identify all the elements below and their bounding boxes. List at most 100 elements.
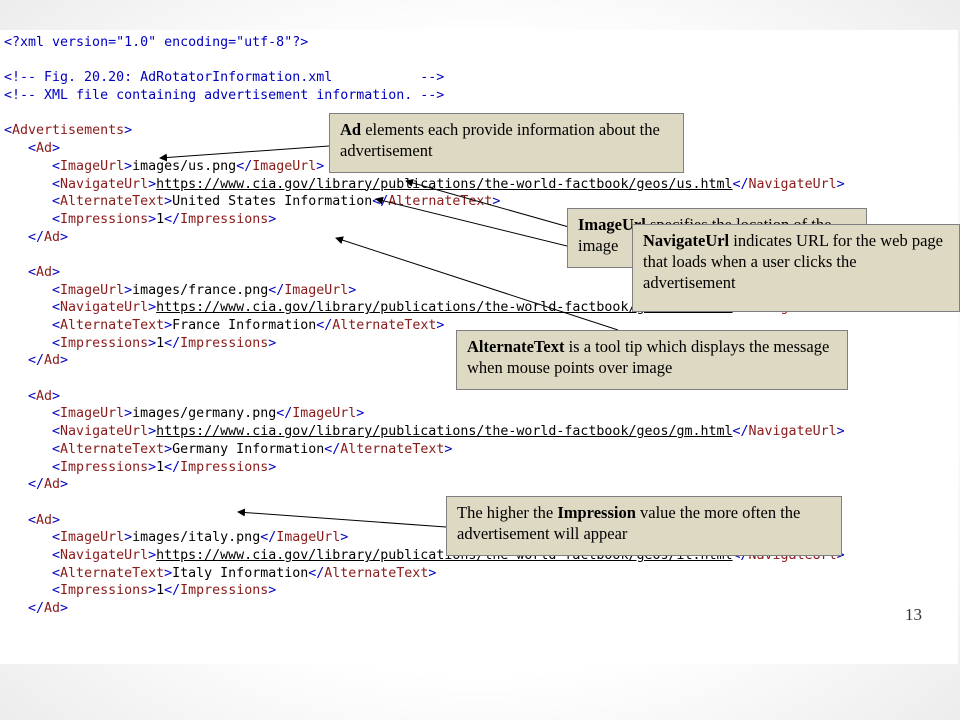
code-token: < — [4, 424, 61, 440]
code-line: <?xml version="1.0" encoding="utf-8"?> — [4, 34, 845, 52]
code-token: AlternateText — [60, 441, 165, 457]
code-token: </ — [4, 229, 45, 245]
code-token: images/germany.png — [132, 406, 277, 422]
code-token: > — [268, 583, 277, 599]
code-token: Ad — [36, 512, 53, 528]
code-token: < — [4, 406, 61, 422]
code-token: AlternateText — [60, 194, 165, 210]
code-token: </ — [164, 459, 181, 475]
code-token: < — [4, 530, 61, 546]
code-token: > — [356, 406, 365, 422]
code-token: < — [4, 264, 37, 280]
code-token: images/italy.png — [132, 530, 261, 546]
code-token: Impressions — [180, 335, 269, 351]
code-token: > — [52, 141, 61, 157]
code-token: < — [4, 318, 61, 333]
code-token: Ad — [36, 388, 53, 404]
code-token: > — [60, 353, 69, 369]
code-token: < — [4, 211, 61, 227]
code-token: </ — [324, 441, 341, 457]
code-line: <Ad> — [4, 264, 845, 282]
code-token: </ — [236, 158, 253, 174]
code-token: 1 — [156, 211, 165, 227]
code-token: > — [444, 441, 453, 457]
code-token: > — [492, 194, 501, 210]
code-token: images/us.png — [132, 158, 237, 174]
code-token: ImageUrl — [284, 282, 349, 298]
code-token: < — [4, 583, 61, 599]
code-token: > — [268, 335, 277, 351]
code-token: > — [836, 424, 845, 440]
code-token: </ — [4, 353, 45, 369]
code-line: <Impressions>1</Impressions> — [4, 582, 845, 600]
code-line: <!-- Fig. 20.20: AdRotatorInformation.xm… — [4, 69, 845, 87]
code-token: ImageUrl — [60, 282, 125, 298]
code-token: < — [4, 123, 13, 139]
callout-impressions: The higher the Impression value the more… — [446, 496, 842, 556]
code-token: > — [148, 583, 157, 599]
code-token: Ad — [44, 477, 61, 493]
code-token: </ — [316, 318, 333, 333]
code-token: < — [4, 441, 61, 457]
code-token: > — [60, 229, 69, 245]
code-url: https://www.cia.gov/library/publications… — [156, 176, 733, 192]
arrow-ad — [159, 145, 330, 162]
code-token: > — [124, 123, 133, 139]
code-token: < — [4, 282, 61, 298]
code-token: < — [4, 565, 61, 581]
code-token: < — [4, 158, 61, 174]
code-token: < — [4, 176, 61, 192]
code-token: </ — [732, 176, 749, 192]
code-token: > — [148, 459, 157, 475]
code-line: <AlternateText>Germany Information</Alte… — [4, 441, 845, 459]
code-token: > — [148, 300, 157, 316]
code-url: https://www.cia.gov/library/publications… — [156, 300, 733, 316]
code-line: <Impressions>1</Impressions> — [4, 335, 845, 353]
code-token: </ — [308, 565, 325, 581]
code-token: Germany Information — [172, 441, 325, 457]
code-token: > — [60, 601, 69, 616]
code-token: < — [4, 335, 61, 351]
code-token: </ — [164, 335, 181, 351]
code-token: > — [148, 547, 157, 563]
code-token: ImageUrl — [60, 530, 125, 546]
code-token: France Information — [172, 318, 317, 333]
code-token: > — [164, 318, 173, 333]
code-line: <Impressions>1</Impressions> — [4, 459, 845, 477]
code-token: > — [436, 318, 445, 333]
code-line: <ImageUrl>images/france.png</ImageUrl> — [4, 282, 845, 300]
code-token: Impressions — [60, 459, 149, 475]
code-token: > — [164, 194, 173, 210]
code-url: https://www.cia.gov/library/publications… — [156, 424, 733, 440]
code-line: <ImageUrl>images/us.png</ImageUrl> — [4, 158, 845, 176]
code-token: Advertisements — [12, 123, 125, 139]
code-token: ImageUrl — [276, 530, 341, 546]
code-token: Ad — [44, 601, 61, 616]
code-line: <!-- XML file containing advertisement i… — [4, 87, 845, 105]
code-token: NavigateUrl — [60, 547, 149, 563]
callout-navigateurl: NavigateUrl indicates URL for the web pa… — [632, 224, 960, 312]
code-token: 1 — [156, 583, 165, 599]
code-token: 1 — [156, 459, 165, 475]
code-token: NavigateUrl — [60, 424, 149, 440]
code-token: > — [52, 512, 61, 528]
code-token: < — [4, 547, 61, 563]
slide-number: 13 — [905, 605, 922, 624]
code-token: NavigateUrl — [748, 176, 837, 192]
code-line: <Ad> — [4, 512, 845, 530]
arrow-imageurl — [405, 179, 591, 234]
code-token: ImageUrl — [292, 406, 357, 422]
code-line: <NavigateUrl>https://www.cia.gov/library… — [4, 176, 845, 194]
code-line: </Ad> — [4, 476, 845, 494]
code-token: <!-- XML file containing advertisement i… — [4, 88, 445, 104]
code-token: > — [124, 158, 133, 174]
code-token: > — [164, 565, 173, 581]
code-token: > — [348, 282, 357, 298]
code-token: > — [52, 388, 61, 404]
code-token: > — [52, 264, 61, 280]
code-token: ImageUrl — [252, 158, 317, 174]
arrow-impressions — [237, 508, 447, 528]
code-token: AlternateText — [60, 318, 165, 333]
code-token: AlternateText — [60, 565, 165, 581]
code-token: > — [148, 335, 157, 351]
